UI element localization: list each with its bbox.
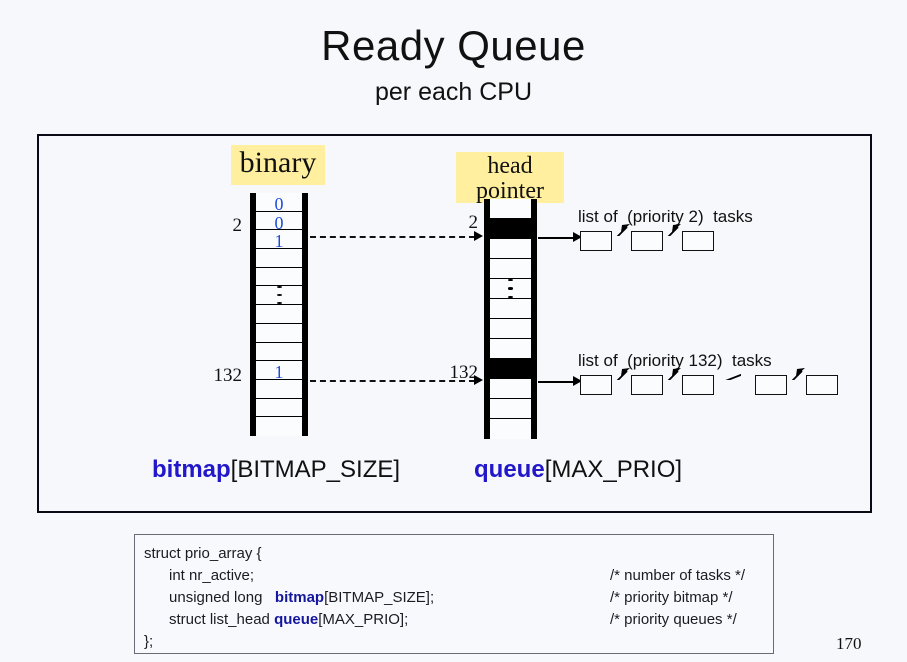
code-comment-2: /* priority bitmap */	[610, 589, 733, 606]
code-line-4-identifier: queue	[274, 611, 319, 628]
queue-array-name: queue[MAX_PRIO]	[474, 456, 682, 484]
bitmap-cell-8	[256, 342, 302, 362]
task-list-caption-priority-2: list of (priority 2) tasks	[578, 207, 753, 226]
dashed-connector-priority-2	[310, 236, 475, 238]
task-list-priority-132-node-0	[580, 375, 612, 395]
bitmap-cell-value: 0	[274, 194, 284, 214]
bitmap-index-label-132: 132	[213, 365, 243, 386]
code-line-3-suffix: [BITMAP_SIZE];	[324, 589, 435, 606]
queue-ellipsis-cell	[490, 279, 531, 299]
queue-subscript: [MAX_PRIO]	[544, 456, 683, 483]
task-list-priority-132-node-4	[806, 375, 838, 395]
bitmap-array-name: bitmap[BITMAP_SIZE]	[152, 456, 400, 484]
code-line-4-prefix: struct list_head	[144, 611, 275, 628]
bitmap-index-label-2: 2	[232, 215, 243, 236]
code-line-4-suffix: [MAX_PRIO];	[318, 611, 409, 628]
page-number: 170	[836, 634, 862, 653]
queue-index-label-2: 2	[468, 212, 479, 233]
page-title: Ready Queue	[321, 22, 586, 69]
head-pointer-label-line1: head	[487, 153, 533, 179]
queue-to-list-arrow-priority-132	[538, 381, 578, 383]
page-subtitle: per each CPU	[374, 78, 533, 106]
code-line-3-identifier: bitmap	[274, 589, 325, 606]
task-list-priority-132-link-arrow-3	[791, 368, 805, 380]
bitmap-subscript: [BITMAP_SIZE]	[230, 456, 401, 483]
code-block-frame	[134, 534, 774, 654]
bitmap-cell-7	[256, 323, 302, 343]
bitmap-cell-value: 0	[274, 212, 284, 233]
bitmap-cell-3	[256, 249, 302, 268]
task-list-priority-2-link-arrow-0	[616, 224, 630, 236]
bitmap-cell-value: 1	[274, 362, 284, 383]
queue-rail-left	[484, 199, 490, 439]
bitmap-ellipsis-cell	[256, 286, 302, 306]
bitmap-cell-1: 0	[256, 211, 302, 233]
task-list-caption-priority-132: list of (priority 132) tasks	[578, 351, 772, 370]
queue-cell-8-head	[490, 359, 531, 379]
bitmap-rail-left	[250, 193, 256, 436]
task-list-priority-132-link-arrow-1	[667, 368, 681, 380]
task-list-priority-2-link-arrow-1	[667, 224, 681, 236]
queue-cell-6	[490, 319, 531, 339]
bitmap-cell-4	[256, 267, 302, 287]
code-line-5: };	[144, 633, 154, 650]
queue-identifier: queue	[474, 456, 545, 483]
bitmap-identifier: bitmap	[152, 456, 231, 483]
bitmap-cell-0: 0	[256, 193, 302, 214]
queue-cell-11	[490, 419, 531, 439]
queue-array-column	[484, 199, 537, 439]
queue-to-list-arrowhead-priority-132-icon	[573, 376, 582, 386]
bitmap-cell-6	[256, 305, 302, 324]
task-list-priority-132-node-2	[682, 375, 714, 395]
code-block-comments: /* number of tasks */ /* priority bitmap…	[610, 565, 745, 631]
bitmap-cell-9: 1	[256, 361, 302, 383]
code-block-text: struct prio_array { int nr_active; unsig…	[144, 543, 434, 653]
code-comment-1: /* number of tasks */	[610, 567, 746, 584]
code-comment-3: /* priority queues */	[610, 611, 737, 628]
queue-cell-7	[490, 339, 531, 359]
queue-rail-right	[531, 199, 537, 439]
queue-cell-1-head	[490, 219, 531, 239]
queue-cell-0	[490, 199, 531, 219]
bitmap-rail-right	[302, 193, 308, 436]
queue-cell-10	[490, 399, 531, 419]
task-list-priority-132-node-1	[631, 375, 663, 395]
dashed-connector-priority-132	[310, 380, 475, 382]
queue-cell-9	[490, 379, 531, 399]
bitmap-cell-11	[256, 398, 302, 418]
task-list-priority-2-node-0	[580, 231, 612, 251]
queue-to-list-arrow-priority-2	[538, 237, 578, 239]
queue-cell-3	[490, 259, 531, 279]
bitmap-cell-value: 1	[274, 231, 284, 252]
dashed-arrowhead-priority-2-icon	[474, 231, 483, 241]
bitmap-cell-12	[256, 417, 302, 436]
code-line-2: int nr_active;	[144, 567, 255, 584]
bitmap-cell-10	[256, 379, 302, 399]
bitmap-cell-2: 1	[256, 230, 302, 252]
head-pointer-callout-label: head pointer	[456, 152, 564, 204]
task-list-priority-2-node-2	[682, 231, 714, 251]
queue-index-label-132: 132	[449, 362, 479, 383]
queue-cell-2	[490, 239, 531, 259]
task-list-priority-2-node-1	[631, 231, 663, 251]
code-line-3-prefix: unsigned long	[144, 589, 275, 606]
binary-callout-label: binary	[231, 145, 325, 185]
queue-cells	[490, 199, 531, 439]
task-list-priority-132-link-arrow-0	[616, 368, 630, 380]
diagram-frame	[37, 134, 872, 513]
dashed-arrowhead-priority-132-icon	[474, 375, 483, 385]
code-line-1: struct prio_array {	[144, 545, 262, 562]
queue-cell-5	[490, 299, 531, 319]
task-list-priority-132-link-arrow-2	[725, 373, 741, 380]
task-list-priority-132-node-3	[755, 375, 787, 395]
queue-to-list-arrowhead-priority-2-icon	[573, 232, 582, 242]
